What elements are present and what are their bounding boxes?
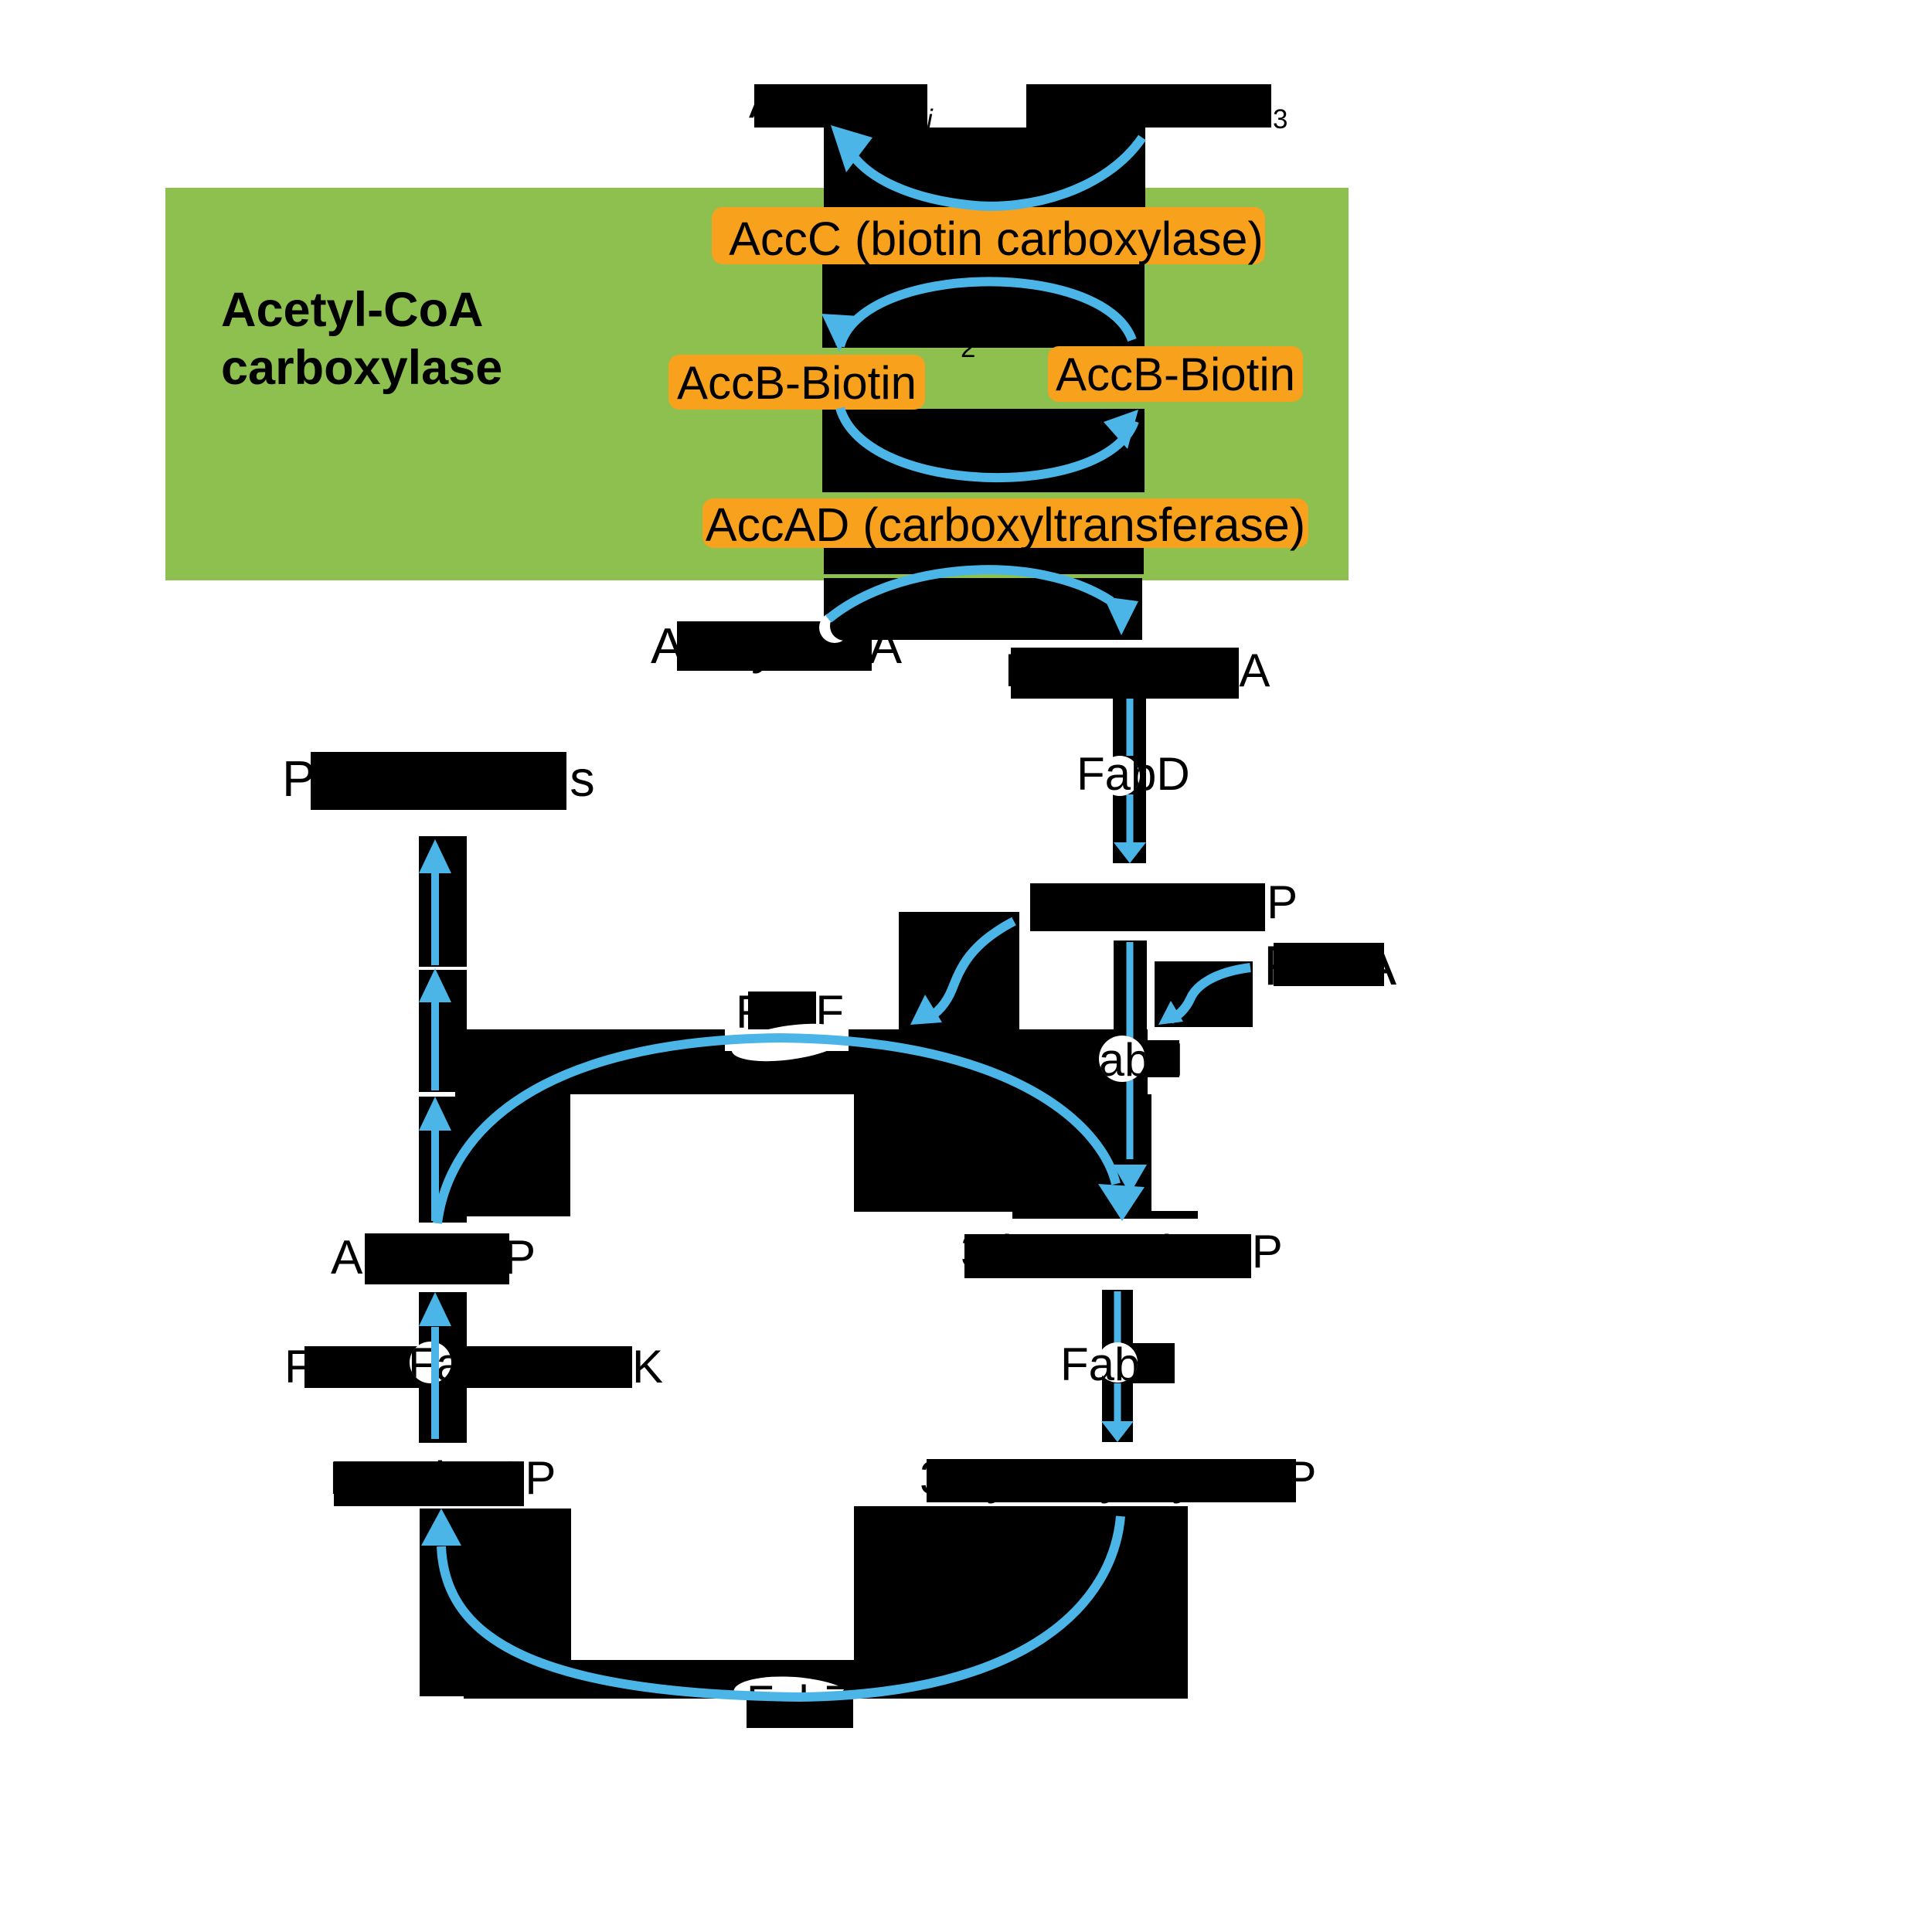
svg-text:AccB-Biotin: AccB-Biotin — [677, 357, 917, 409]
svg-text:2: 2 — [961, 333, 975, 363]
svg-text:a: a — [436, 1338, 462, 1390]
svg-text:AccC (biotin carboxylase): AccC (biotin carboxylase) — [729, 213, 1264, 265]
svg-text:K: K — [632, 1341, 663, 1393]
svg-text:AccAD (carboxyltransferase): AccAD (carboxyltransferase) — [706, 498, 1305, 551]
svg-text:FabG: FabG — [1060, 1338, 1176, 1390]
svg-text:3: 3 — [1273, 104, 1287, 134]
svg-text:AccB-Biotin: AccB-Biotin — [1056, 349, 1295, 400]
svg-text:Acetyl-CoA: Acetyl-CoA — [221, 283, 484, 337]
svg-text:FabD: FabD — [1077, 748, 1190, 800]
svg-text:FabH: FabH — [1070, 1034, 1184, 1086]
svg-text:i: i — [927, 104, 934, 134]
svg-text:carboxylase: carboxylase — [221, 341, 502, 395]
